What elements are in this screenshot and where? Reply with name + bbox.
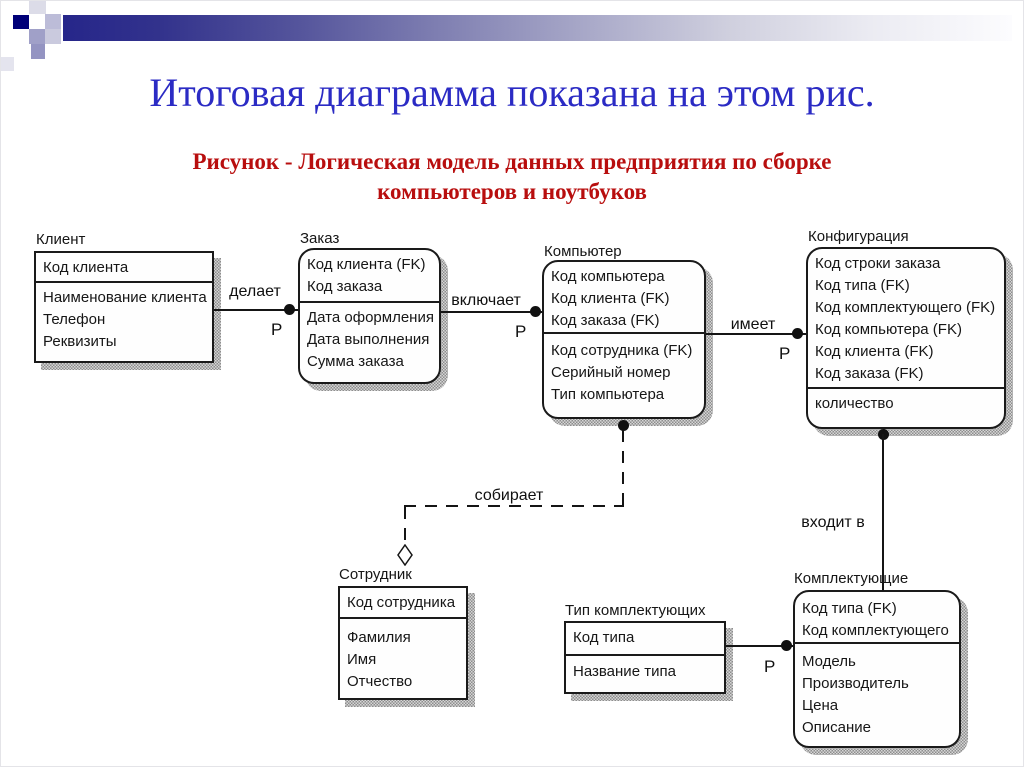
- attr: Отчество: [347, 673, 413, 690]
- entity-title-configuration: Конфигурация: [808, 228, 909, 245]
- key-attr: Код клиента (FK): [307, 256, 426, 273]
- key-attr: Код сотрудника: [347, 594, 456, 611]
- deco-square: [29, 1, 46, 14]
- attr: Цена: [802, 697, 839, 714]
- key-section: Код строки заказа Код типа (FK) Код комп…: [808, 249, 1004, 389]
- rel-makes-label: делает: [229, 283, 281, 300]
- entity-box-configuration: Код строки заказа Код типа (FK) Код комп…: [806, 247, 1006, 429]
- deco-square: [45, 14, 61, 29]
- key-attr: Код клиента (FK): [815, 343, 934, 360]
- rel-has-line: [706, 333, 806, 335]
- attr-section: Фамилия Имя Отчество: [340, 619, 466, 693]
- rel-includes-line: [441, 311, 542, 313]
- attr-section: Код сотрудника (FK) Серийный номер Тип к…: [544, 334, 704, 406]
- deco-square: [31, 44, 45, 59]
- attr: Производитель: [802, 675, 909, 692]
- entity-box-employee: Код сотрудника Фамилия Имя Отчество: [338, 586, 468, 700]
- key-attr: Код заказа: [307, 278, 383, 295]
- entity-title-client: Клиент: [36, 231, 86, 248]
- attr: Фамилия: [347, 629, 411, 646]
- attr: Сумма заказа: [307, 353, 404, 370]
- attr: Дата выполнения: [307, 331, 430, 348]
- key-section: Код клиента: [36, 253, 212, 283]
- key-attr: Код заказа (FK): [815, 365, 924, 382]
- rel-part-of-line: [882, 434, 884, 591]
- entity-box-order: Код клиента (FK) Код заказа Дата оформле…: [298, 248, 441, 384]
- attr: Наименование клиента: [43, 289, 207, 306]
- attr: Телефон: [43, 311, 106, 328]
- entity-box-component-type: Код типа Название типа: [564, 621, 726, 694]
- rel-assembles-line: [404, 505, 624, 507]
- key-attr: Код клиента (FK): [551, 290, 670, 307]
- entity-title-components: Комплектующие: [794, 570, 909, 587]
- attr-section: Модель Производитель Цена Описание: [795, 644, 959, 739]
- rel-type-line: [726, 645, 793, 647]
- figure-caption-line1: Рисунок - Логическая модель данных предп…: [192, 149, 832, 174]
- attr: Модель: [802, 653, 856, 670]
- connector-dot: [284, 304, 295, 315]
- attr-section: Дата оформления Дата выполнения Сумма за…: [300, 303, 439, 373]
- attr: Тип компьютера: [551, 386, 665, 403]
- key-attr: Код комплектующего: [802, 622, 949, 639]
- entity-title-order: Заказ: [300, 230, 340, 247]
- key-attr: Код типа (FK): [802, 600, 897, 617]
- deco-square: [29, 29, 45, 44]
- key-attr: Код строки заказа: [815, 255, 941, 272]
- connector-dot: [792, 328, 803, 339]
- key-attr: Код клиента: [43, 259, 129, 276]
- rel-part-of-label: входит в: [801, 514, 865, 531]
- rel-includes-cardinality: P: [515, 322, 527, 341]
- key-section: Код сотрудника: [340, 588, 466, 619]
- key-section: Код компьютера Код клиента (FK) Код зака…: [544, 262, 704, 334]
- attr: Описание: [802, 719, 872, 736]
- deco-square: [13, 15, 29, 29]
- rel-makes-line: [214, 309, 298, 311]
- key-section: Код типа (FK) Код комплектующего: [795, 592, 959, 644]
- rel-assembles-line: [622, 430, 624, 506]
- rel-makes-cardinality: P: [271, 320, 283, 339]
- page-title: Итоговая диаграмма показана на этом рис.: [149, 70, 875, 115]
- rel-has-cardinality: P: [779, 344, 791, 363]
- key-attr: Код компьютера: [551, 268, 665, 285]
- attr: количество: [815, 395, 894, 412]
- rel-type-cardinality: P: [764, 657, 776, 676]
- rel-assembles-line: [404, 507, 406, 545]
- entity-title-component-type: Тип комплектующих: [565, 602, 706, 619]
- attr-section: Наименование клиента Телефон Реквизиты: [36, 283, 212, 353]
- attr-section: Название типа: [566, 656, 724, 683]
- attr: Дата оформления: [307, 309, 434, 326]
- attr: Имя: [347, 651, 377, 668]
- entity-box-computer: Код компьютера Код клиента (FK) Код зака…: [542, 260, 706, 419]
- deco-square: [1, 57, 14, 71]
- attr: Название типа: [573, 663, 676, 680]
- figure-caption: Рисунок - Логическая модель данных предп…: [1, 147, 1023, 207]
- rel-includes-label: включает: [451, 292, 521, 309]
- header-gradient-bar: [63, 15, 1012, 41]
- entity-box-components: Код типа (FK) Код комплектующего Модель …: [793, 590, 961, 748]
- diamond-icon: [397, 544, 413, 566]
- deco-square: [45, 29, 61, 44]
- key-attr: Код компьютера (FK): [815, 321, 962, 338]
- key-section: Код типа: [566, 623, 724, 656]
- rel-has-label: имеет: [730, 316, 776, 333]
- figure-caption-line2: компьютеров и ноутбуков: [377, 179, 647, 204]
- key-attr: Код типа: [573, 629, 635, 646]
- connector-dot: [530, 306, 541, 317]
- key-attr: Код заказа (FK): [551, 312, 660, 329]
- key-section: Код клиента (FK) Код заказа: [300, 250, 439, 303]
- rel-assembles-label: собирает: [474, 487, 544, 504]
- connector-dot: [618, 420, 629, 431]
- entity-title-employee: Сотрудник: [339, 566, 412, 583]
- attr-section: количество: [808, 389, 1004, 415]
- key-attr: Код комплектующего (FK): [815, 299, 996, 316]
- attr: Код сотрудника (FK): [551, 342, 693, 359]
- attr: Серийный номер: [551, 364, 671, 381]
- entity-box-client: Код клиента Наименование клиента Телефон…: [34, 251, 214, 363]
- attr: Реквизиты: [43, 333, 117, 350]
- connector-dot: [781, 640, 792, 651]
- key-attr: Код типа (FK): [815, 277, 910, 294]
- entity-title-computer: Компьютер: [544, 243, 622, 260]
